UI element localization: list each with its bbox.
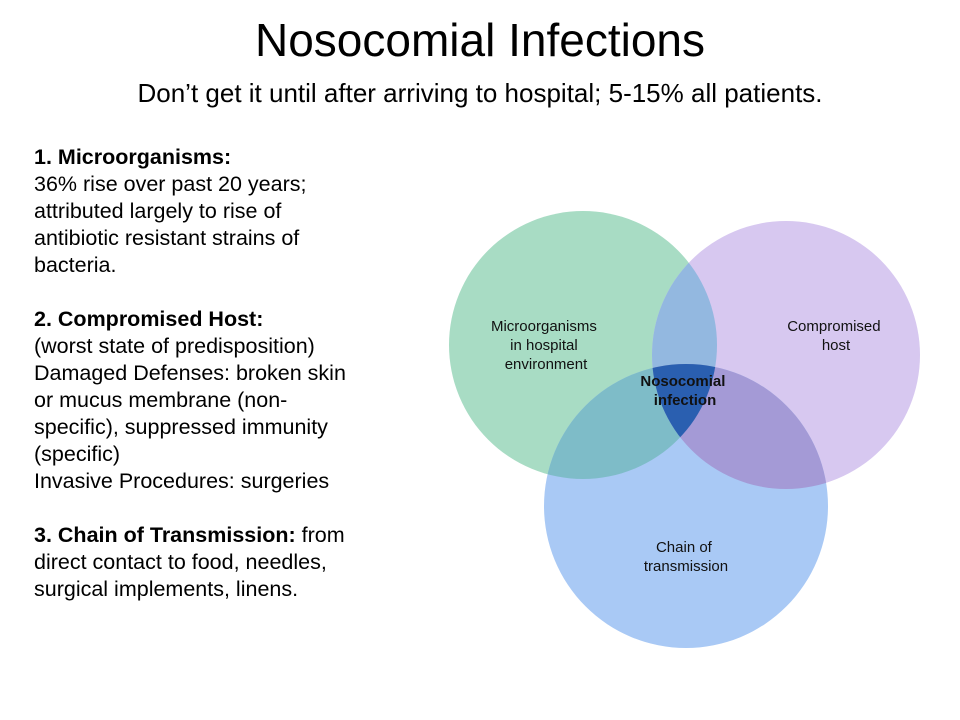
section-line: surgical implements, linens.: [34, 577, 299, 601]
venn-diagram: Microorganisms in hospital environment C…: [449, 211, 920, 648]
venn-label-compromised-host: Compromised host: [787, 318, 885, 354]
section-heading-tail: from: [295, 523, 345, 547]
section-line: attributed largely to rise of: [34, 199, 282, 223]
venn-overlap-micro-chain: [544, 364, 717, 479]
section-heading-line: 3. Chain of Transmission: from: [34, 522, 434, 549]
venn-label-line: environment: [505, 356, 588, 373]
section-line: antibiotic resistant strains of: [34, 226, 300, 250]
venn-label-microorganisms: Microorganisms in hospital environment: [491, 318, 601, 373]
section-line: (worst state of predisposition): [34, 334, 315, 358]
venn-label-line: infection: [654, 392, 717, 409]
venn-label-nosocomial-infection: Nosocomial infection: [640, 373, 729, 409]
section-line: bacteria.: [34, 253, 117, 277]
section-line: (specific): [34, 442, 121, 466]
venn-overlap-host-chain: [652, 364, 828, 489]
venn-label-line: in hospital: [510, 337, 578, 354]
section-line: 36% rise over past 20 years;: [34, 172, 307, 196]
venn-label-line: transmission: [644, 558, 728, 575]
page-subtitle: Don’t get it until after arriving to hos…: [137, 78, 823, 108]
section-heading: 1. Microorganisms:: [34, 145, 232, 169]
venn-label-line: Microorganisms: [491, 318, 597, 335]
venn-label-line: host: [822, 337, 851, 354]
page-title: Nosocomial Infections: [255, 14, 705, 66]
venn-label-chain-of-transmission: Chain of transmission: [644, 539, 728, 575]
section-chain-of-transmission: 3. Chain of Transmission: from direct co…: [34, 522, 434, 603]
section-line: Damaged Defenses: broken skin: [34, 361, 346, 385]
description-column: 1. Microorganisms: 36% rise over past 20…: [34, 144, 434, 603]
section-heading: 3. Chain of Transmission:: [34, 523, 296, 547]
section-line: direct contact to food, needles,: [34, 550, 327, 574]
section-line: specific), suppressed immunity: [34, 415, 328, 439]
venn-label-line: Nosocomial: [640, 373, 725, 390]
venn-label-line: Compromised: [787, 318, 880, 335]
section-line: Invasive Procedures: surgeries: [34, 469, 330, 493]
section-heading: 2. Compromised Host:: [34, 307, 264, 331]
venn-label-line: Chain of: [656, 539, 713, 556]
section-microorganisms: 1. Microorganisms: 36% rise over past 20…: [34, 144, 434, 279]
section-line: or mucus membrane (non-: [34, 388, 288, 412]
section-compromised-host: 2. Compromised Host: (worst state of pre…: [34, 306, 434, 495]
